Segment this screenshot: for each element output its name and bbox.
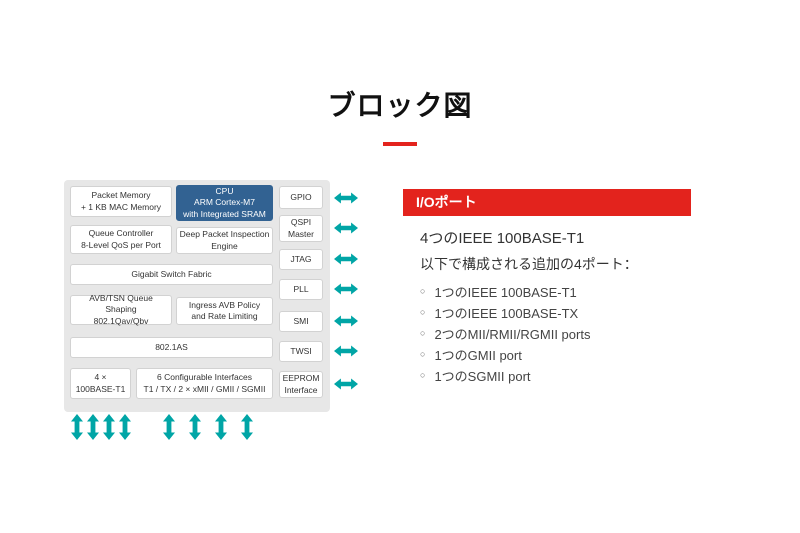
block-gigabit-switch-fabric: Gigabit Switch Fabric xyxy=(70,264,273,285)
io-panel-header: I/Oポート xyxy=(403,189,691,216)
bidirectional-arrow-icon xyxy=(334,378,358,390)
bidirectional-arrow-icon xyxy=(119,414,131,440)
block-smi: SMI xyxy=(279,311,323,332)
bidirectional-arrow-icon xyxy=(241,414,253,440)
list-item: ○ 1つのGMII port xyxy=(420,344,590,365)
bidirectional-arrow-icon xyxy=(163,414,175,440)
circle-bullet-icon: ○ xyxy=(420,349,426,359)
circle-bullet-icon: ○ xyxy=(420,307,426,317)
io-bullet-label: 1つのSGMII port xyxy=(434,369,531,384)
block-pll: PLL xyxy=(279,279,323,300)
list-item: ○ 1つのSGMII port xyxy=(420,365,590,386)
block-gpio: GPIO xyxy=(279,186,323,209)
block-cpu: CPU ARM Cortex-M7 with Integrated SRAM xyxy=(176,185,273,221)
block-qspi-master: QSPI Master xyxy=(279,215,323,242)
block-802-1as: 802.1AS xyxy=(70,337,273,358)
bidirectional-arrow-icon xyxy=(215,414,227,440)
bidirectional-arrow-icon xyxy=(87,414,99,440)
bidirectional-arrow-icon xyxy=(103,414,115,440)
circle-bullet-icon: ○ xyxy=(420,370,426,380)
block-jtag: JTAG xyxy=(279,249,323,270)
circle-bullet-icon: ○ xyxy=(420,328,426,338)
io-panel-line1: 4つのIEEE 100BASE-T1 xyxy=(420,230,585,247)
list-item: ○ 2つのMII/RMII/RGMII ports xyxy=(420,323,590,344)
bidirectional-arrow-icon xyxy=(334,192,358,204)
list-item: ○ 1つのIEEE 100BASE-T1 xyxy=(420,281,590,302)
bidirectional-arrow-icon xyxy=(334,345,358,357)
block-packet-memory: Packet Memory + 1 KB MAC Memory xyxy=(70,186,172,217)
block-avb-tsn-queue-shaping: AVB/TSN Queue Shaping 802.1Qav/Qbv xyxy=(70,293,172,326)
io-panel-line2: 以下で構成される追加の4ポート： xyxy=(420,256,638,272)
circle-bullet-icon: ○ xyxy=(420,286,426,296)
io-bullet-list: ○ 1つのIEEE 100BASE-T1 ○ 1つのIEEE 100BASE-T… xyxy=(420,281,590,386)
page-title: ブロック図 xyxy=(327,90,473,121)
block-queue-controller: Queue Controller 8-Level QoS per Port xyxy=(70,225,172,254)
list-item: ○ 1つのIEEE 100BASE-TX xyxy=(420,302,590,323)
block-diagram: Packet Memory + 1 KB MAC Memory CPU ARM … xyxy=(64,180,330,412)
bidirectional-arrow-icon xyxy=(334,315,358,327)
io-bullet-label: 1つのGMII port xyxy=(434,348,522,363)
bidirectional-arrow-icon xyxy=(334,283,358,295)
bidirectional-arrow-icon xyxy=(334,222,358,234)
block-twsi: TWSI xyxy=(279,341,323,362)
bidirectional-arrow-icon xyxy=(71,414,83,440)
io-bullet-label: 2つのMII/RMII/RGMII ports xyxy=(434,327,591,342)
block-configurable-interfaces: 6 Configurable Interfaces T1 / TX / 2 × … xyxy=(136,368,273,399)
bidirectional-arrow-icon xyxy=(189,414,201,440)
block-deep-packet-inspection: Deep Packet Inspection Engine xyxy=(176,227,273,254)
block-ingress-avb-policy: Ingress AVB Policy and Rate Limiting xyxy=(176,297,273,325)
block-4x-100base-t1: 4 × 100BASE-T1 xyxy=(70,368,131,399)
block-eeprom-interface: EEPROM Interface xyxy=(279,371,323,398)
io-bullet-label: 1つのIEEE 100BASE-TX xyxy=(434,306,579,321)
bidirectional-arrow-icon xyxy=(334,253,358,265)
io-bullet-label: 1つのIEEE 100BASE-T1 xyxy=(434,285,577,300)
title-underline xyxy=(383,142,417,146)
